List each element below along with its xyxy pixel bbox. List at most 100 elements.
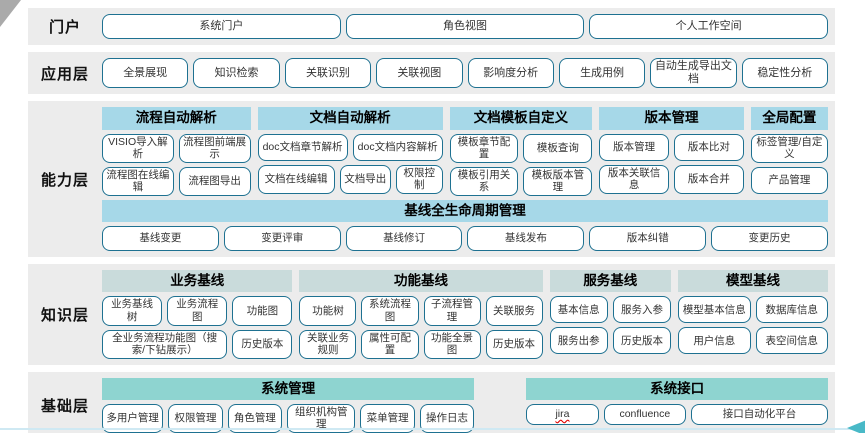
- button-版本比对[interactable]: 版本比对: [674, 133, 744, 161]
- button-doc文档内容解析[interactable]: doc文档内容解析: [352, 133, 443, 161]
- left-arrow-icon: [847, 419, 865, 433]
- button-VISIO导入解析[interactable]: VISIO导入解析: [102, 133, 174, 163]
- button-数据库信息[interactable]: 数据库信息: [755, 296, 828, 324]
- button-属性可配置[interactable]: 属性可配置: [361, 329, 419, 359]
- layer-label-portal: 门户: [48, 19, 81, 36]
- button-row: 全景展现知识检索关联识别关联视图影响度分析生成用例自动生成导出文档稳定性分析: [102, 58, 828, 89]
- button-系统门户[interactable]: 系统门户: [102, 14, 341, 39]
- button-row: 基本信息服务入参: [549, 296, 672, 324]
- button-变更评审[interactable]: 变更评审: [223, 226, 341, 252]
- button-变更历史[interactable]: 变更历史: [711, 226, 828, 252]
- layer-band-app: 应用层全景展现知识检索关联识别关联视图影响度分析生成用例自动生成导出文档稳定性分…: [28, 52, 835, 95]
- group-header: 系统接口: [526, 377, 828, 400]
- button-基线发布[interactable]: 基线发布: [467, 226, 585, 252]
- button-全业务流程功能图（搜索/下钻展示）[interactable]: 全业务流程功能图（搜索/下钻展示）: [102, 329, 228, 359]
- button-产品管理[interactable]: 产品管理: [750, 166, 828, 194]
- button-用户信息[interactable]: 用户信息: [678, 327, 751, 355]
- button-row: 功能树系统流程图子流程管理关联服务: [299, 296, 543, 326]
- button-功能树[interactable]: 功能树: [299, 296, 357, 326]
- button-历史版本[interactable]: 历史版本: [485, 329, 543, 359]
- button-接口自动化平台[interactable]: 接口自动化平台: [690, 403, 828, 425]
- button-row: 系统门户角色视图个人工作空间: [102, 14, 829, 39]
- button-基本信息[interactable]: 基本信息: [549, 296, 608, 324]
- button-模板引用关系[interactable]: 模板引用关系: [449, 166, 519, 196]
- group-header-baseline: 基线全生命周期管理: [102, 199, 828, 223]
- layer-label-capability: 能力层: [40, 171, 89, 189]
- button-模板版本管理[interactable]: 模板版本管理: [523, 166, 593, 196]
- layer-content: 业务基线业务基线树业务流程图功能图全业务流程功能图（搜索/下钻展示）历史版本功能…: [102, 270, 828, 359]
- button-关联视图[interactable]: 关联视图: [376, 58, 463, 89]
- layer-content: 全景展现知识检索关联识别关联视图影响度分析生成用例自动生成导出文档稳定性分析: [102, 58, 828, 89]
- button-版本关联信息[interactable]: 版本关联信息: [599, 164, 669, 194]
- button-jira[interactable]: jira: [526, 403, 599, 425]
- button-row: 文档在线编辑文档导出权限控制: [257, 164, 443, 194]
- button-版本纠错[interactable]: 版本纠错: [589, 226, 707, 252]
- button-生成用例[interactable]: 生成用例: [558, 58, 646, 89]
- button-row: 标签管理/自定义: [750, 133, 828, 163]
- button-权限控制[interactable]: 权限控制: [395, 164, 443, 194]
- button-关联识别[interactable]: 关联识别: [284, 58, 372, 89]
- button-row: 模板引用关系模板版本管理: [449, 166, 593, 196]
- button-知识检索[interactable]: 知识检索: [193, 58, 280, 89]
- layer-content: 系统门户角色视图个人工作空间: [102, 14, 829, 39]
- layer-band-knowledge: 知识层业务基线业务基线树业务流程图功能图全业务流程功能图（搜索/下钻展示）历史版…: [28, 264, 835, 365]
- group-系统管理: 系统管理多用户管理权限管理角色管理组织机构管理菜单管理操作日志: [102, 377, 475, 433]
- button-模板查询[interactable]: 模板查询: [523, 133, 593, 163]
- corner-fold-decoration: [0, 0, 21, 27]
- button-关联服务[interactable]: 关联服务: [485, 296, 543, 326]
- button-子流程管理[interactable]: 子流程管理: [423, 296, 481, 326]
- button-功能图[interactable]: 功能图: [232, 296, 293, 326]
- group-header: 版本管理: [599, 107, 744, 130]
- button-doc文档章节解析[interactable]: doc文档章节解析: [257, 133, 348, 161]
- button-历史版本[interactable]: 历史版本: [232, 329, 293, 359]
- button-服务出参[interactable]: 服务出参: [549, 327, 608, 355]
- group-服务基线: 服务基线基本信息服务入参服务出参历史版本: [549, 270, 672, 359]
- button-文档在线编辑[interactable]: 文档在线编辑: [257, 164, 335, 194]
- button-关联业务规则[interactable]: 关联业务规则: [299, 329, 357, 359]
- button-角色视图[interactable]: 角色视图: [345, 14, 585, 39]
- button-row: 关联业务规则属性可配置功能全景图历史版本: [299, 329, 543, 359]
- button-基线修订[interactable]: 基线修订: [345, 226, 463, 252]
- button-流程图前端展示[interactable]: 流程图前端展示: [178, 133, 251, 163]
- group-header: 功能基线: [299, 270, 543, 293]
- button-row: 基线变更变更评审基线修订基线发布版本纠错变更历史: [102, 226, 828, 252]
- button-自动生成导出文档[interactable]: 自动生成导出文档: [650, 58, 737, 89]
- button-流程图导出[interactable]: 流程图导出: [178, 166, 251, 196]
- group-header: 系统管理: [102, 377, 475, 400]
- button-稳定性分析[interactable]: 稳定性分析: [741, 58, 828, 89]
- button-系统流程图[interactable]: 系统流程图: [361, 296, 419, 326]
- button-row: 流程图在线编辑流程图导出: [102, 166, 251, 196]
- group-文档模板自定义: 文档模板自定义模板章节配置模板查询模板引用关系模板版本管理: [449, 107, 593, 196]
- button-业务基线树[interactable]: 业务基线树: [102, 296, 163, 326]
- button-文档导出[interactable]: 文档导出: [339, 164, 391, 194]
- button-基线变更[interactable]: 基线变更: [102, 226, 219, 252]
- button-业务流程图[interactable]: 业务流程图: [167, 296, 228, 326]
- button-confluence[interactable]: confluence: [603, 403, 686, 425]
- button-个人工作空间[interactable]: 个人工作空间: [589, 14, 829, 39]
- group-header: 全局配置: [750, 107, 828, 130]
- button-标签管理/自定义[interactable]: 标签管理/自定义: [750, 133, 828, 163]
- button-版本管理[interactable]: 版本管理: [599, 133, 669, 161]
- group-版本管理: 版本管理版本管理版本比对版本关联信息版本合并: [599, 107, 744, 196]
- button-流程图在线编辑[interactable]: 流程图在线编辑: [102, 166, 174, 196]
- button-表空间信息[interactable]: 表空间信息: [755, 327, 828, 355]
- button-历史版本[interactable]: 历史版本: [612, 327, 672, 355]
- group-header: 文档自动解析: [257, 107, 443, 130]
- button-全景展现[interactable]: 全景展现: [102, 58, 189, 89]
- button-功能全景图[interactable]: 功能全景图: [423, 329, 481, 359]
- button-服务入参[interactable]: 服务入参: [612, 296, 672, 324]
- button-影响度分析[interactable]: 影响度分析: [467, 58, 554, 89]
- group-header: 服务基线: [549, 270, 672, 293]
- button-模板章节配置[interactable]: 模板章节配置: [449, 133, 519, 163]
- button-版本合并[interactable]: 版本合并: [674, 164, 744, 194]
- button-模型基本信息[interactable]: 模型基本信息: [678, 296, 751, 324]
